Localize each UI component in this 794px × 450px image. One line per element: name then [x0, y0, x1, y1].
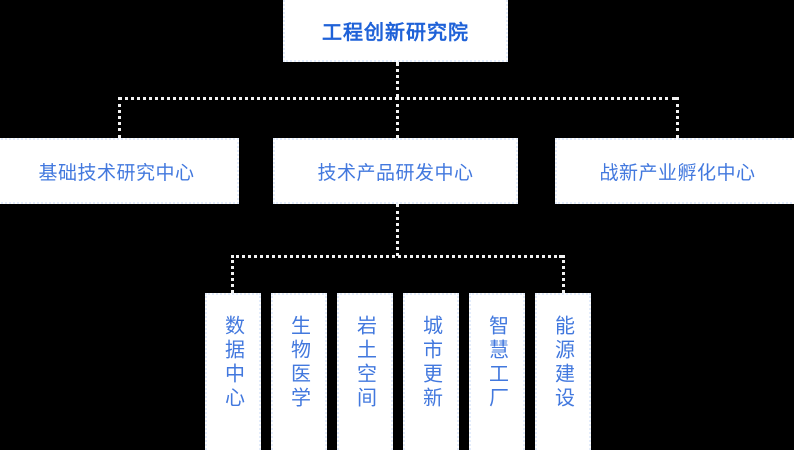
connector-root-stem [396, 62, 399, 98]
connector-level3-bus [231, 255, 562, 258]
org-node-level3-data-center[interactable]: 数据中心 [205, 293, 261, 450]
org-node-level2-tech-product-rd-center[interactable]: 技术产品研发中心 [273, 138, 518, 204]
org-node-level3-label: 数据中心 [221, 315, 246, 411]
connector-drop-level2-a [118, 97, 121, 138]
connector-drop-level3-left [231, 255, 234, 293]
org-node-level3-label: 能源建设 [551, 315, 576, 411]
org-node-level3-urban-renewal[interactable]: 城市更新 [403, 293, 459, 450]
connector-level3-stem [396, 204, 399, 256]
org-node-level2-label: 基础技术研究中心 [38, 161, 195, 184]
org-node-level3-label: 生物医学 [287, 315, 312, 411]
org-node-level3-label: 岩土空间 [353, 315, 378, 411]
connector-drop-level3-right [562, 255, 565, 293]
connector-drop-level2-b [396, 97, 399, 138]
org-node-root-label: 工程创新研究院 [322, 19, 469, 44]
org-node-level3-label: 城市更新 [419, 315, 444, 411]
org-node-level3-biomedicine[interactable]: 生物医学 [271, 293, 327, 450]
org-node-root[interactable]: 工程创新研究院 [283, 0, 508, 62]
org-node-level3-geotechnical-space[interactable]: 岩土空间 [337, 293, 393, 450]
org-node-level2-basic-tech-research-center[interactable]: 基础技术研究中心 [0, 138, 239, 204]
org-node-level2-label: 技术产品研发中心 [317, 161, 474, 184]
org-node-level2-label: 战新产业孵化中心 [599, 161, 756, 184]
connector-drop-level2-c [676, 97, 679, 138]
org-node-level3-label: 智慧工厂 [485, 315, 510, 411]
org-node-level3-energy-construction[interactable]: 能源建设 [535, 293, 591, 450]
org-node-level3-smart-factory[interactable]: 智慧工厂 [469, 293, 525, 450]
org-node-level2-strategic-industry-incubation-center[interactable]: 战新产业孵化中心 [555, 138, 794, 204]
